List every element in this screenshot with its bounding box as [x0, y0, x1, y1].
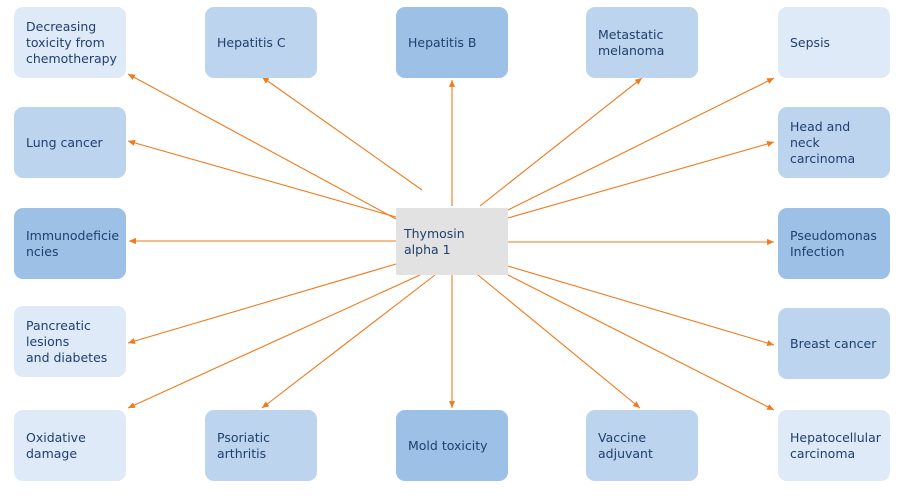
arrow-to-hepatocellular-carcinoma: [507, 274, 775, 411]
node-oxidative-damage: Oxidative damage: [14, 410, 126, 481]
arrow-to-vaccine-adjuvant: [477, 274, 641, 409]
arrow-to-sepsis: [507, 77, 775, 211]
node-hepatitis-b: Hepatitis B: [396, 7, 508, 78]
center-node-thymosin-alpha-1: Thymosin alpha 1: [396, 208, 508, 275]
node-hepatocellular-carcinoma: Hepatocellular carcinoma: [778, 410, 890, 481]
node-decreasing-toxicity: Decreasing toxicity from chemotherapy: [14, 7, 126, 78]
node-mold-toxicity: Mold toxicity: [396, 410, 508, 481]
node-hepatitis-c: Hepatitis C: [205, 7, 317, 78]
arrow-to-head-and-neck: [507, 140, 775, 219]
arrow-to-pancreatic-lesions: [127, 263, 397, 344]
node-immunodeficiencies: Immunodeficie ncies: [14, 208, 126, 279]
node-pancreatic-lesions: Pancreatic lesions and diabetes: [14, 306, 126, 377]
arrow-to-metastatic-melanoma: [479, 77, 643, 207]
arrow-to-hepatitis-c: [261, 76, 423, 191]
node-sepsis: Sepsis: [778, 7, 890, 78]
node-head-and-neck-carcinoma: Head and neck carcinoma: [778, 107, 890, 178]
node-pseudomonas-infection: Pseudomonas Infection: [778, 208, 890, 279]
arrow-to-oxidative-damage: [127, 274, 421, 409]
node-metastatic-melanoma: Metastatic melanoma: [586, 7, 698, 78]
arrow-to-decreasing-toxicity: [127, 73, 397, 220]
node-vaccine-adjuvant: Vaccine adjuvant: [586, 410, 698, 481]
arrow-to-psoriatic-arthritis: [261, 274, 436, 409]
node-lung-cancer: Lung cancer: [14, 107, 126, 178]
node-breast-cancer: Breast cancer: [778, 308, 890, 379]
arrow-to-lung-cancer: [127, 139, 397, 218]
node-psoriatic-arthritis: Psoriatic arthritis: [205, 410, 317, 481]
arrow-to-breast-cancer: [507, 265, 775, 346]
